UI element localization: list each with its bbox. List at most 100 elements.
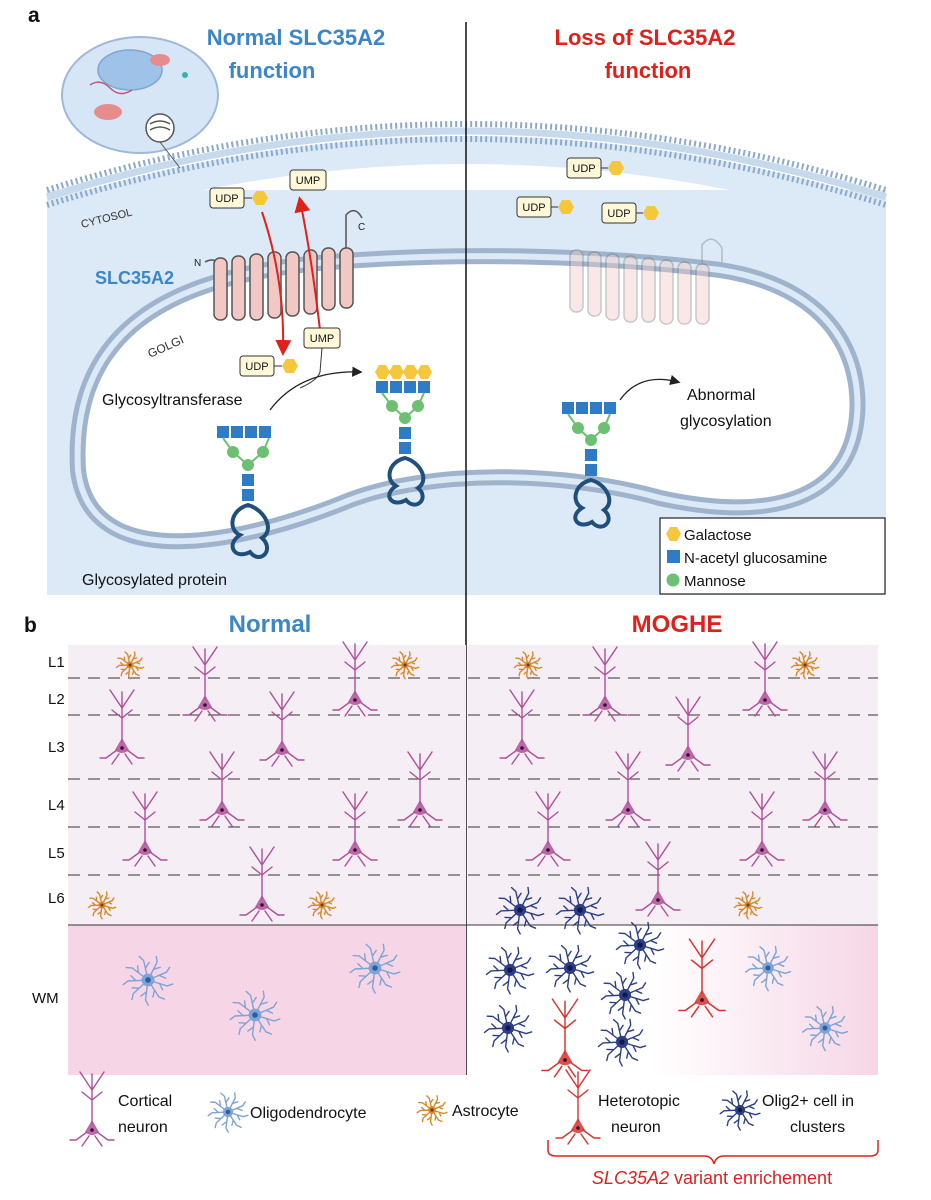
abnormal-label-line1: Abnormal <box>687 387 755 404</box>
astrocyte-moghe-2 <box>733 891 763 920</box>
udp-tag-cytosol: UDP <box>209 187 268 209</box>
udp-label: UDP <box>215 193 238 205</box>
astrocyte-normal-2 <box>87 891 117 920</box>
cortical-neuron-moghe-6 <box>525 791 571 867</box>
wm-normal-bg <box>68 925 466 1075</box>
cortical-neuron-normal-7 <box>332 791 378 867</box>
olig2-cell-7 <box>597 1018 647 1067</box>
olig2-cell-5 <box>600 971 650 1020</box>
n-acetyl-glucosamine-icon <box>667 550 680 563</box>
astrocyte-moghe-0 <box>513 651 543 680</box>
c-terminus-label: C <box>358 222 365 233</box>
cortical-neuron-normal-8 <box>239 846 285 922</box>
ump-label-golgi: UMP <box>310 333 334 345</box>
oligodendrocyte-moghe-0 <box>745 945 792 992</box>
ump-tag-golgi: UMP <box>299 327 341 389</box>
cortical-neuron-moghe-0 <box>582 646 628 722</box>
legend-nacetyl: N-acetyl glucosamine <box>684 550 827 567</box>
cortical-neuron-normal-5 <box>397 751 443 827</box>
legend-heterotopic-line2: neuron <box>611 1119 661 1136</box>
layer-label-l3: L3 <box>48 739 65 756</box>
legend-heterotopic-neuron-icon <box>555 1069 601 1145</box>
ump-label: UMP <box>296 175 320 187</box>
astrocyte-normal-3 <box>307 891 337 920</box>
legend-astrocyte: Astrocyte <box>452 1103 519 1120</box>
legend-olig2-line1: Olig2+ cell in <box>762 1093 854 1110</box>
legend-galactose: Galactose <box>684 527 752 544</box>
legend-cortical-line2: neuron <box>118 1119 168 1136</box>
layer-label-l4: L4 <box>48 797 65 814</box>
galactose-icon <box>608 161 624 175</box>
cortical-neuron-normal-6 <box>122 791 168 867</box>
slc35a2-transporter-normal <box>204 209 363 321</box>
cortical-neuron-moghe-5 <box>802 751 848 827</box>
panel-a-letter: a <box>28 4 40 27</box>
variant-rest-text: variant enrichement <box>669 1168 832 1188</box>
cortical-neuron-normal-2 <box>99 689 145 765</box>
glycan-galactosylated <box>375 365 432 507</box>
cortical-neuron-normal-4 <box>199 751 245 827</box>
olig2-cell-2 <box>615 921 665 970</box>
legend-cortical-line1: Cortical <box>118 1093 172 1110</box>
olig2-cell-4 <box>545 944 595 993</box>
olig2-cell-6 <box>483 1004 533 1053</box>
astrocyte-normal-1 <box>390 651 420 680</box>
glycan-unmodified <box>217 426 271 559</box>
udp-label-loss-1: UDP <box>572 163 595 175</box>
legend-cortical-neuron-icon <box>69 1071 115 1147</box>
oligodendrocyte-normal-2 <box>229 990 281 1041</box>
slc35a2-label: SLC35A2 <box>95 268 174 288</box>
cortical-neuron-moghe-2 <box>499 689 545 765</box>
olig2-cell-3 <box>485 946 535 995</box>
normal-panel-title: Normal <box>229 611 312 638</box>
heterotopic-neuron-0 <box>678 938 726 1018</box>
udp-label-loss-2: UDP <box>522 202 545 214</box>
abnormal-glycosylation-arrow <box>619 374 681 401</box>
cell-layer <box>87 641 849 1078</box>
udp-label-loss-3: UDP <box>607 208 630 220</box>
astrocyte-normal-0 <box>115 651 145 680</box>
cortical-neuron-moghe-8 <box>635 841 681 917</box>
olig2-cell-0 <box>495 886 545 935</box>
mannose-icon <box>666 573 680 587</box>
legend-astrocyte-icon <box>416 1095 448 1126</box>
layer-label-l5: L5 <box>48 845 65 862</box>
cortical-neuron-moghe-1 <box>742 641 788 717</box>
abnormal-label-line2: glycosylation <box>680 413 772 430</box>
oligodendrocyte-moghe-1 <box>802 1005 849 1052</box>
olig2-cell-1 <box>555 886 605 935</box>
moghe-panel-title: MOGHE <box>632 611 723 638</box>
cell-inset <box>61 36 219 169</box>
galactose-icon <box>643 206 659 220</box>
layer-label-l1: L1 <box>48 654 65 671</box>
heterotopic-neuron-1 <box>541 998 589 1078</box>
udp-label-golgi: UDP <box>245 361 268 373</box>
wm-moghe-bg <box>468 925 878 1075</box>
legend-olig2-icon <box>719 1090 761 1131</box>
variant-gene-name: SLC35A2 <box>592 1168 669 1188</box>
astrocyte-moghe-1 <box>790 651 820 680</box>
membrane-inner-fill <box>47 136 886 230</box>
variant-enrichment-label: SLC35A2 variant enrichement <box>592 1168 832 1188</box>
udp-tag-golgi: UDP <box>239 355 298 377</box>
layer-label-l2: L2 <box>48 691 65 708</box>
legend-olig2-line2: clusters <box>790 1119 845 1136</box>
galactose-icon <box>666 527 681 541</box>
layer-boundaries <box>68 677 878 876</box>
ump-tag-cytosol: UMP <box>289 169 327 191</box>
panel-b-letter: b <box>24 614 37 637</box>
cortex-moghe-bg <box>468 645 878 925</box>
galactose-icon <box>252 191 268 205</box>
cortical-neuron-normal-1 <box>332 641 378 717</box>
glycan-abnormal <box>562 402 616 529</box>
cortical-neuron-moghe-4 <box>605 751 651 827</box>
glycosylated-protein-label: Glycosylated protein <box>82 572 227 589</box>
layer-label-l6: L6 <box>48 890 65 907</box>
udp-tag-loss-3: UDP <box>601 202 659 224</box>
oligodendrocyte-normal-1 <box>349 943 401 994</box>
oligodendrocyte-normal-0 <box>122 955 174 1006</box>
cell-legend <box>69 1069 761 1147</box>
ump-export-arrow <box>294 196 321 331</box>
cortex-normal-bg <box>68 645 466 925</box>
n-terminus-label: N <box>194 258 201 269</box>
